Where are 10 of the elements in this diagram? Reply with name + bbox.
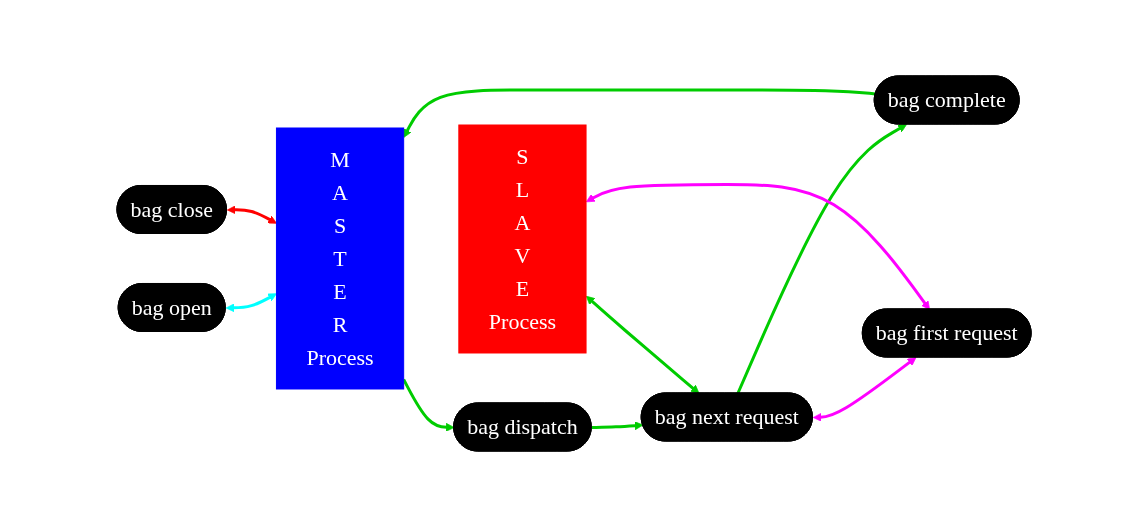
node-box: M A S T E R Process [275,127,405,390]
node-box: S L A V E Process [458,124,587,354]
arrow [402,378,455,432]
arrow [585,183,930,310]
arrow [225,293,277,313]
arrow [812,357,917,422]
arrow [591,421,644,431]
arrow [585,295,700,394]
arrow [226,205,277,224]
arrow [403,88,876,138]
